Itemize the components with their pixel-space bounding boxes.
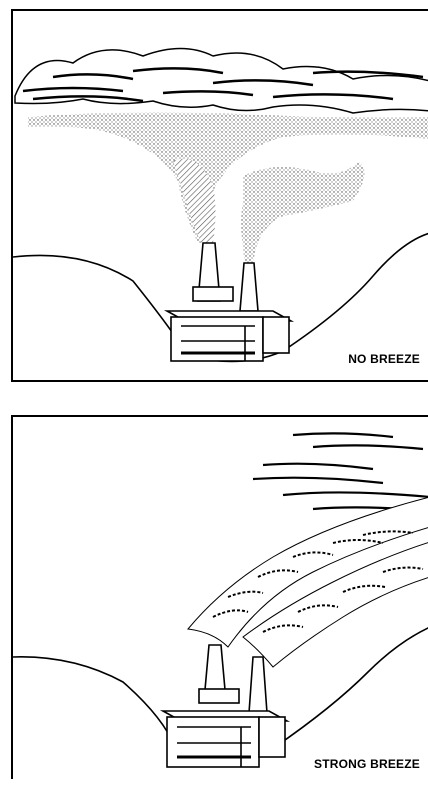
haze-layer (28, 112, 428, 243)
factory-body-2 (167, 717, 259, 767)
no-breeze-illustration (13, 11, 428, 382)
factory-wing (263, 317, 289, 353)
strong-breeze-caption: STRONG BREEZE (314, 757, 420, 771)
no-breeze-caption: NO BREEZE (348, 352, 420, 366)
smoke-column-right (241, 161, 364, 263)
smokestack-right (240, 263, 258, 311)
factory-base-2 (199, 689, 239, 703)
strong-breeze-illustration (13, 417, 428, 779)
factory-base (193, 287, 233, 301)
factory (167, 243, 291, 361)
smokestack-right-2 (249, 657, 267, 713)
factory-2 (163, 645, 287, 767)
no-breeze-panel: NO BREEZE (11, 9, 428, 382)
strong-breeze-panel: STRONG BREEZE (11, 415, 428, 779)
factory-wing-2 (259, 717, 285, 757)
wind-streaks (253, 433, 428, 511)
cloud-bank (15, 49, 428, 114)
